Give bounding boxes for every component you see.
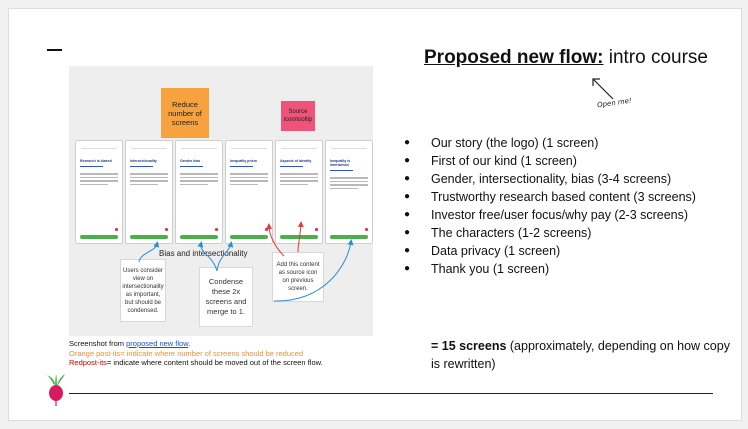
list-item: Data privacy (1 screen) (404, 242, 719, 260)
phone-screen: Aspects of identity (275, 140, 323, 244)
red-legend-label: Redpost-its (69, 358, 107, 367)
list-item: Thank you (1 screen) (404, 260, 719, 278)
radish-logo-icon (47, 374, 65, 406)
phone-next-button (280, 235, 318, 239)
sticky-note: Add this content as source icon on previ… (272, 252, 324, 302)
phone-next-button (80, 235, 118, 239)
flow-screenshot: Research is biased Intersectionality Gen… (69, 66, 373, 336)
divider (69, 393, 713, 394)
caption-suffix: . (188, 339, 191, 348)
phone-screen: Gender bias (175, 140, 223, 244)
orange-legend-text: = indicate where number of screens shoul… (120, 348, 304, 358)
phone-title: Inequality prism (230, 159, 257, 163)
list-item: Gender, intersectionality, bias (3-4 scr… (404, 170, 719, 188)
phone-screen: Research is biased (75, 140, 123, 244)
red-legend-text: = indicate where content should be moved… (106, 358, 323, 367)
list-item: The characters (1-2 screens) (404, 224, 719, 242)
summary-rest: (approximately, depending on how copy is… (431, 339, 730, 371)
screenshot-caption: Screenshot from proposed new flow. Orang… (69, 339, 323, 368)
phone-title: Inequality is intertwined (330, 159, 351, 167)
screen-list: Our story (the logo) (1 screen) First of… (404, 134, 719, 278)
phone-title: Aspects of identity (280, 159, 312, 163)
phone-title: Intersectionality (130, 159, 157, 163)
title-rest: intro course (603, 47, 708, 68)
summary-bold: = 15 screens (431, 339, 507, 353)
phone-title: Gender bias (180, 159, 201, 163)
list-item: Our story (the logo) (1 screen) (404, 134, 719, 152)
orange-postit: Reduce number of screens (161, 88, 209, 138)
phone-next-button (180, 235, 218, 239)
list-item: Trustworthy research based content (3 sc… (404, 188, 719, 206)
phone-title: Research is biased (80, 159, 112, 163)
phone-next-button (130, 235, 168, 239)
phone-screen: Intersectionality (125, 140, 173, 244)
phone-screen: Inequality is intertwined (325, 140, 373, 244)
orange-legend-label: Orange post-its (69, 348, 121, 358)
slide: Proposed new flow: intro course Open me!… (8, 8, 742, 421)
phone-next-button (230, 235, 268, 239)
list-item: First of our kind (1 screen) (404, 152, 719, 170)
title-bold: Proposed new flow: (424, 47, 604, 68)
slide-title: Proposed new flow: intro course (424, 47, 708, 69)
section-label: Bias and intersectionality (159, 249, 248, 258)
caption-prefix: Screenshot from (69, 339, 127, 348)
proposed-flow-link[interactable]: proposed new flow (126, 339, 189, 348)
sticky-note: Condense these 2x screens and merge to 1… (199, 267, 253, 327)
list-item: Investor free/user focus/why pay (2-3 sc… (404, 206, 719, 224)
red-postit: Source icon/tooltip (281, 101, 315, 131)
open-me-arrow-icon (592, 78, 614, 100)
sticky-note: Users consider view on intersectionality… (120, 259, 166, 322)
total-screens-summary: = 15 screens (approximately, depending o… (431, 337, 731, 373)
phone-next-button (330, 235, 368, 239)
phone-screen: Inequality prism (225, 140, 273, 244)
slide-dash (47, 49, 62, 51)
